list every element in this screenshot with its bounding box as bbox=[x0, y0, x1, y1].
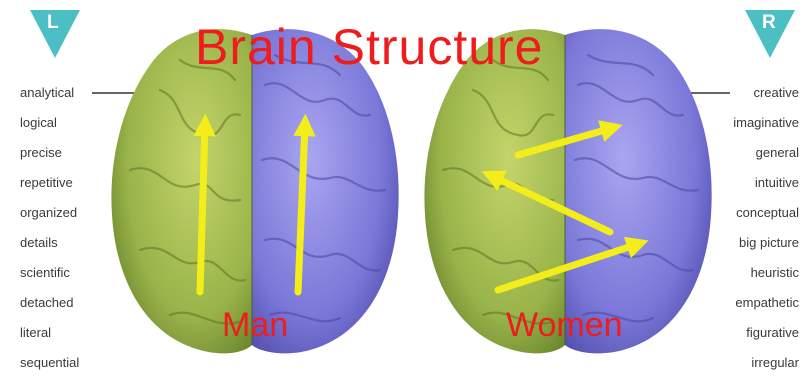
left-trait: precise bbox=[20, 145, 62, 160]
right-trait: big picture bbox=[739, 235, 799, 250]
left-trait: scientific bbox=[20, 265, 70, 280]
left-trait: logical bbox=[20, 115, 57, 130]
brain-man-caption: Man bbox=[222, 306, 288, 345]
left-trait: analytical bbox=[20, 85, 74, 100]
left-trait: details bbox=[20, 235, 58, 250]
brain-women-left-hemisphere bbox=[424, 29, 565, 353]
left-trait: detached bbox=[20, 295, 74, 310]
right-trait: irregular bbox=[751, 355, 799, 370]
brain-man-left-hemisphere bbox=[111, 29, 252, 353]
right-trait: general bbox=[756, 145, 799, 160]
left-badge-label: L bbox=[47, 12, 59, 34]
right-trait: imaginative bbox=[733, 115, 799, 130]
diagram-title: Brain Structure bbox=[195, 18, 543, 76]
right-trait: figurative bbox=[746, 325, 799, 340]
right-trait: intuitive bbox=[755, 175, 799, 190]
right-trait: empathetic bbox=[735, 295, 799, 310]
brain-women-caption: Women bbox=[506, 306, 623, 345]
brain-man-arrow-left bbox=[200, 125, 205, 292]
right-trait: creative bbox=[753, 85, 799, 100]
right-trait: conceptual bbox=[736, 205, 799, 220]
left-trait: literal bbox=[20, 325, 51, 340]
left-trait: sequential bbox=[20, 355, 79, 370]
brain-man bbox=[111, 29, 398, 353]
brain-women bbox=[424, 29, 711, 353]
right-trait: heuristic bbox=[751, 265, 799, 280]
left-trait: repetitive bbox=[20, 175, 73, 190]
right-badge-label: R bbox=[762, 12, 776, 34]
left-trait: organized bbox=[20, 205, 77, 220]
